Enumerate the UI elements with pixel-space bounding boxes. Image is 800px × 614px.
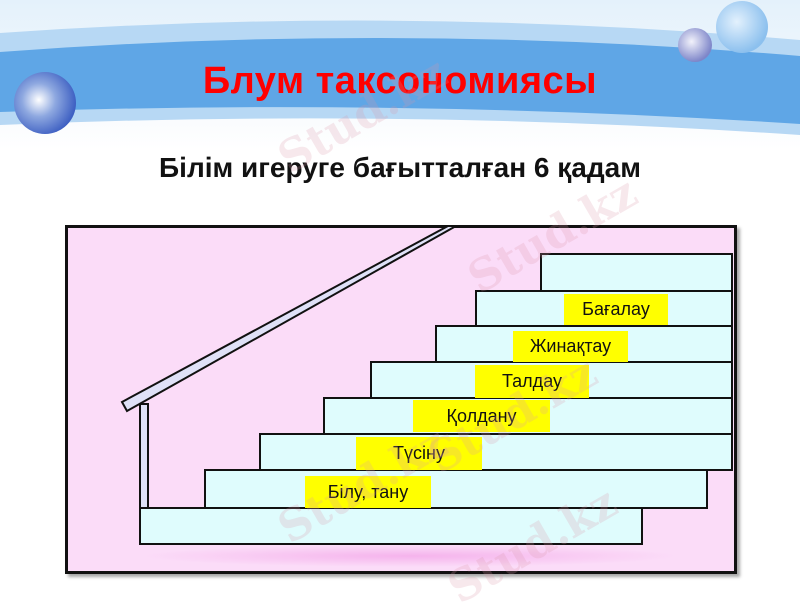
slide-subtitle: Білім игеруге бағытталған 6 қадам <box>159 152 641 183</box>
stair-step-5 <box>259 433 733 471</box>
header-banner <box>0 1 800 135</box>
decorative-sphere-icon <box>678 28 712 62</box>
decorative-sphere-icon <box>14 72 76 134</box>
stair-step-6 <box>204 469 708 509</box>
stair-step-top <box>540 253 733 292</box>
step-label-knowledge: Білу, тану <box>305 476 431 508</box>
slide-title: Блум таксономиясы <box>202 60 598 102</box>
stair-step-base <box>139 507 643 545</box>
step-label-application: Қолдану <box>413 400 550 432</box>
step-label-evaluation: Бағалау <box>564 294 668 325</box>
step-label-comprehension: Түсіну <box>356 437 482 470</box>
step-label-synthesis: Жинақтау <box>513 331 628 362</box>
floor-glow <box>140 545 680 567</box>
step-label-analysis: Талдау <box>475 365 589 398</box>
decorative-sphere-icon <box>716 1 768 53</box>
